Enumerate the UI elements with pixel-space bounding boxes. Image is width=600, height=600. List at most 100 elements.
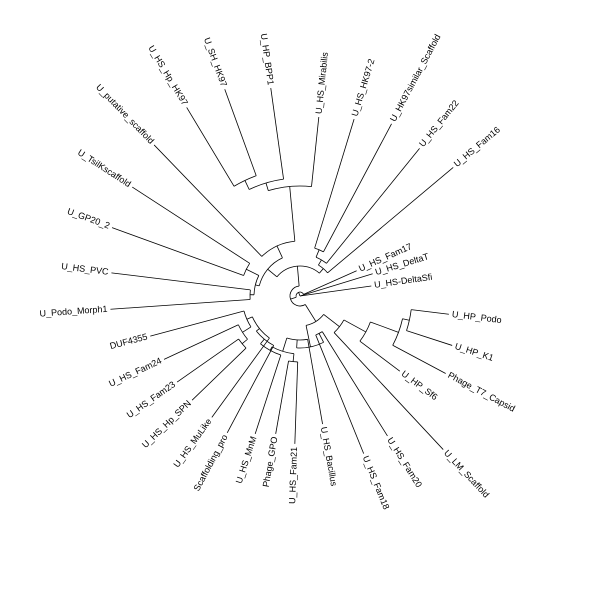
- tree-branch-32: [163, 324, 239, 360]
- tree-branch-65: [224, 89, 257, 176]
- tree-branch-6: [402, 318, 410, 321]
- tree-arc-69: [249, 178, 284, 190]
- leaf-label-bacillus: U_HS_Bacillus: [319, 426, 339, 487]
- leaf-label-bpp1: U_HP_BPP1: [259, 33, 276, 86]
- tree-branch-35: [150, 310, 245, 337]
- leaf-label-lm: U_LM_Scaffold: [442, 448, 491, 500]
- tree-branch-12: [343, 319, 367, 333]
- tree-branch-22: [275, 360, 289, 434]
- tree-branch-78: [314, 118, 355, 249]
- tree-branch-85: [327, 167, 454, 274]
- tree-branch-68: [270, 87, 284, 180]
- tree-branch-70: [265, 182, 269, 191]
- tree-branch-2: [303, 270, 357, 295]
- leaf-label-fam20: U_HS_Fam20: [385, 435, 424, 489]
- tree-branch-58: [132, 186, 250, 264]
- tree-branch-4: [406, 330, 453, 346]
- tree-branch-27: [211, 337, 270, 418]
- tree-branch-50: [305, 325, 311, 348]
- leaf-label-tsil: U_TsilKscaffold: [76, 147, 133, 189]
- tree-branch-37: [246, 316, 253, 320]
- tree-arc-40: [256, 330, 274, 346]
- tree-branch-64: [186, 107, 235, 187]
- tree-branch-34: [242, 326, 252, 333]
- tree-arc-42: [260, 343, 281, 356]
- tree-arc-80: [314, 247, 324, 253]
- tree-arc-47: [286, 337, 308, 341]
- tree-branch-3: [411, 309, 449, 315]
- leaf-label-podo: U_HP_Podo: [451, 309, 502, 325]
- tree-branch-54: [111, 272, 251, 291]
- tree-branch-93: [298, 292, 301, 297]
- tree-branch-73: [289, 186, 296, 242]
- tree-branch-48: [296, 339, 298, 348]
- leaf-label-t7: Phage_T7_Capsid: [446, 370, 517, 414]
- tree-branch-0: [299, 285, 372, 297]
- tree-branch-52: [304, 304, 317, 322]
- tree-branch-31: [241, 338, 248, 345]
- tree-branch-62: [255, 284, 260, 287]
- leaf-label-mirabilis: U_HS_Mirabilis: [314, 51, 330, 114]
- tree-branch-43: [269, 346, 273, 351]
- tree-branch-24: [292, 353, 295, 362]
- tree-branch-91: [290, 296, 297, 300]
- tree-branch-28: [191, 347, 247, 401]
- tree-arc-61: [253, 275, 260, 295]
- leaf-label-shk97: U_SH_HK97: [202, 36, 229, 88]
- tree-branch-57: [111, 227, 244, 276]
- tree-branch-89: [296, 266, 300, 287]
- leaf-label-morph: U_Podo_Morph1: [39, 304, 108, 319]
- leaf-label-pvc: U_HS_PVC: [61, 261, 110, 277]
- tree-branch-60: [246, 268, 260, 276]
- tree-arc-11: [359, 321, 371, 342]
- tree-branch-26: [226, 345, 275, 434]
- tree-arc-38: [251, 316, 270, 339]
- tree-branch-10: [359, 340, 401, 372]
- tree-branches: [110, 87, 454, 454]
- tree-branch-1: [299, 273, 373, 297]
- leaf-label-gpo: Phage_GPO: [261, 436, 280, 488]
- tree-branch-81: [315, 249, 320, 258]
- tree-branch-9: [370, 321, 399, 333]
- leaf-label-mnm: U_HS_MnM: [234, 435, 259, 485]
- leaf-label-fam18: U_HS_Fam18: [361, 454, 392, 511]
- tree-branch-29: [176, 338, 239, 383]
- tree-branch-82: [326, 148, 420, 264]
- leaf-label-k1: U_HP_K1: [454, 341, 495, 363]
- leaf-label-sf6: U_HP_Sf6: [400, 369, 440, 403]
- tree-branch-87: [319, 268, 324, 274]
- leaf-label-putative: U_putative_scaffold: [94, 82, 156, 146]
- leaf-label-hphk97: U_HS_Hp_HK97: [146, 44, 190, 107]
- tree-branch-39: [256, 328, 260, 332]
- leaf-label-hk972: U_HS_HK97-2: [350, 58, 377, 118]
- tree-branch-77: [267, 268, 278, 278]
- tree-branch-41: [260, 338, 265, 345]
- tree-branch-15: [323, 314, 340, 327]
- tree-branch-16: [321, 331, 388, 437]
- tree-branch-13: [333, 332, 444, 450]
- tree-branch-84: [318, 259, 322, 266]
- tree-branch-7: [392, 344, 446, 374]
- tree-arc-90: [289, 285, 306, 307]
- tree-arc-30: [238, 338, 247, 349]
- tree-branch-20: [307, 339, 323, 425]
- tree-branch-63: [153, 144, 263, 257]
- tree-branch-75: [276, 245, 283, 259]
- leaf-label-fam16: U_HS_Fam16: [452, 125, 502, 169]
- leaf-label-fam24: U_HS_Fam24: [107, 356, 163, 389]
- tree-branch-53: [110, 299, 251, 310]
- tree-branch-19: [318, 333, 324, 343]
- tree-branch-21: [294, 361, 299, 444]
- tree-branch-67: [244, 180, 250, 190]
- leaf-label-duf: DUF4355: [109, 331, 149, 351]
- tree-leaf-labels: U_HS-DeltaSfiU_HS_DeltaTU_HS_Fam17U_HP_P…: [39, 33, 517, 511]
- tree-arc-14: [333, 319, 345, 333]
- tree-branch-45: [282, 339, 287, 352]
- tree-arc-18: [315, 331, 323, 336]
- tree-branch-79: [323, 123, 392, 253]
- leaf-label-gp20: U_GP20_2: [66, 206, 111, 231]
- leaf-label-fam22: U_HS_Fam22: [417, 98, 461, 149]
- leaf-label-fam21: U_HS_Fam21: [287, 447, 299, 504]
- leaf-label-hk97similar: U_HK97similar_Scaffold: [388, 33, 443, 124]
